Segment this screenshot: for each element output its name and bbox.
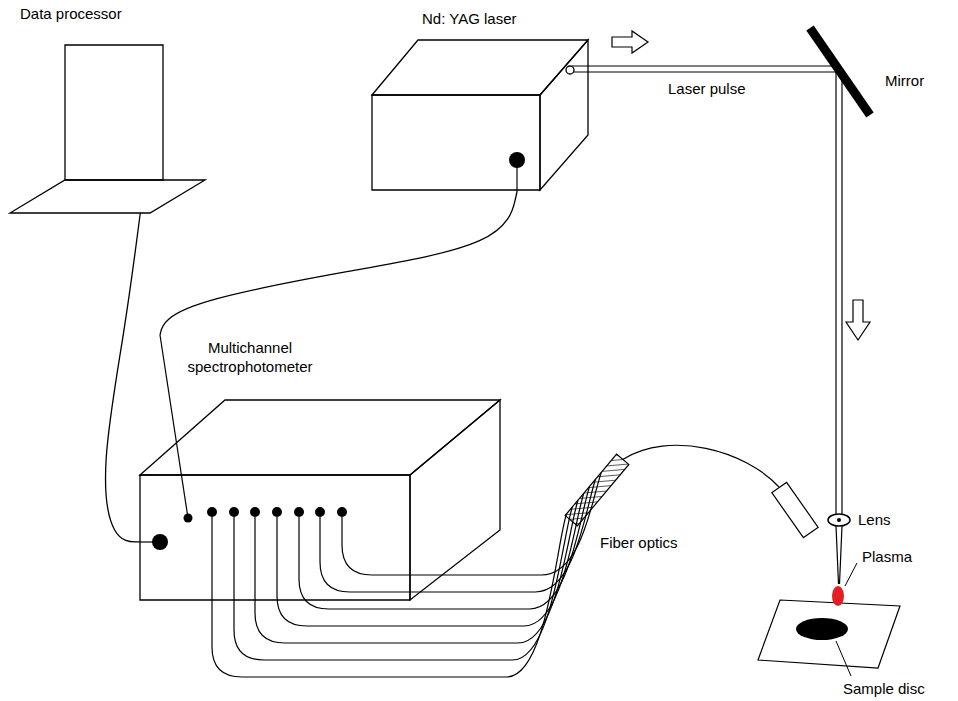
cable [106, 213, 141, 542]
optical-fiber [342, 473, 601, 575]
optical-fiber [212, 514, 567, 677]
cable [160, 335, 188, 518]
laser-beam [572, 71, 840, 72]
laser-box: Nd: YAG laser [368, 8, 590, 192]
laser-beam [572, 65, 837, 66]
cable-port [152, 534, 168, 550]
box-top [372, 40, 588, 95]
fiber-port [315, 507, 325, 517]
part-label: Plasma [862, 548, 912, 566]
node-label: Multichannel spectrophotometer [185, 339, 315, 377]
optical-fiber [623, 445, 779, 487]
laser-beam [835, 66, 836, 514]
part-label: Mirror [885, 72, 924, 90]
fiber-probe [772, 482, 818, 537]
fiber-port [250, 507, 260, 517]
fiber-port [207, 507, 217, 517]
part-label: Fiber optics [600, 534, 678, 552]
direction-arrow [612, 31, 648, 53]
part-label: Lens [858, 511, 891, 529]
box-top [140, 400, 500, 475]
box-front [372, 95, 540, 190]
mirror [810, 28, 870, 115]
laser-aperture [566, 66, 574, 74]
focused-beam [840, 526, 843, 584]
cable-port [184, 514, 193, 523]
spectrophotometer-box-outline [140, 335, 505, 603]
box-side [540, 40, 588, 190]
sample-plate [758, 600, 900, 668]
cable [160, 192, 517, 335]
laser-box-outline [368, 8, 590, 192]
optical-fibers [212, 445, 779, 677]
leader-line [836, 641, 851, 676]
sample-disc [796, 618, 848, 640]
plasma [832, 586, 844, 606]
fiber-port [337, 507, 347, 517]
optical-fiber [277, 493, 584, 626]
leader-line [845, 563, 857, 586]
part-label: Sample disc [843, 680, 925, 698]
laptop-computer: Data processor [5, 5, 210, 213]
laptop-screen [65, 45, 163, 180]
lens [828, 514, 850, 526]
node-label: Data processor [20, 5, 122, 24]
box-side [410, 400, 500, 600]
box-front [140, 475, 410, 600]
focused-beam [836, 526, 839, 584]
laptop-keyboard [10, 180, 205, 213]
fiber-port [272, 507, 282, 517]
lens [837, 518, 841, 522]
laptop-computer-outline [5, 5, 210, 213]
fiber-port [229, 507, 239, 517]
cable-port [509, 152, 525, 168]
direction-arrow [846, 300, 870, 340]
fiber-bundle [565, 454, 629, 526]
spectrophotometer-box: Multichannel spectrophotometer [140, 335, 505, 603]
optical-fiber [255, 500, 578, 643]
fiber-port [294, 507, 304, 517]
beam-label: Laser pulse [668, 80, 746, 98]
node-label: Nd: YAG laser [422, 10, 516, 29]
laser-beam [841, 72, 842, 514]
optical-fiber [234, 507, 572, 660]
